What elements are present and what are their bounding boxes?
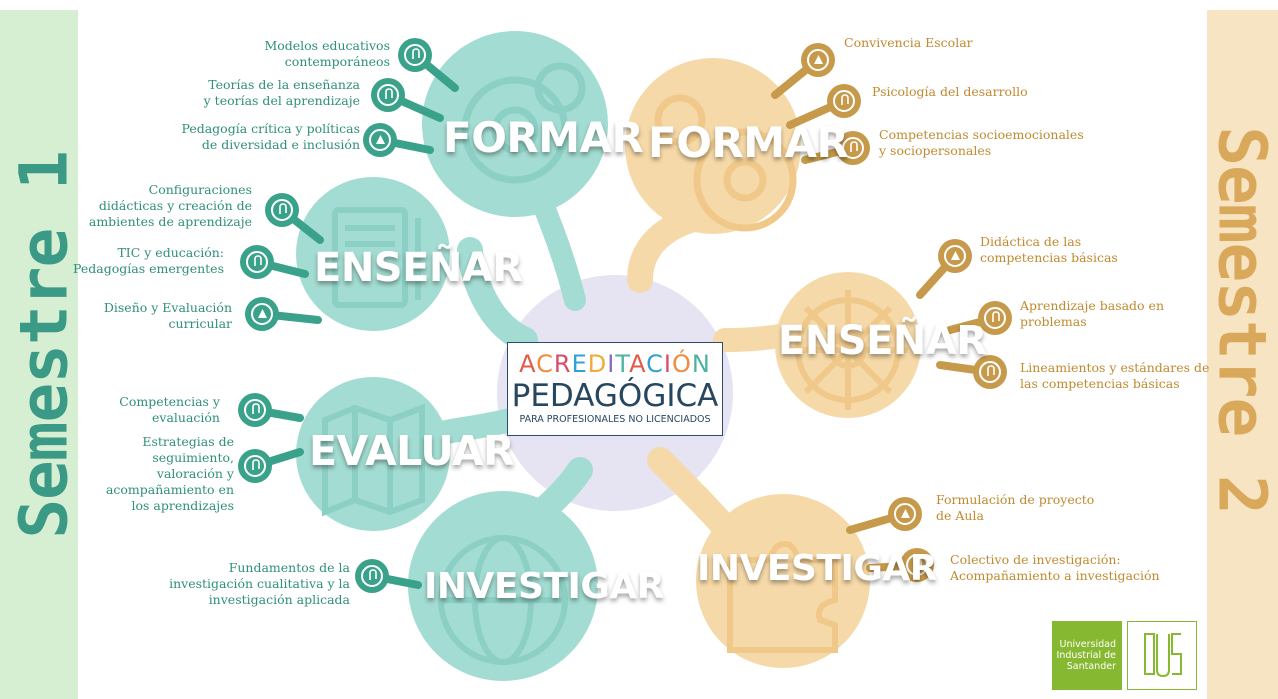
s2-formar-title: FORMAR — [648, 118, 849, 167]
s1-formar-title: FORMAR — [443, 113, 644, 162]
s1-ensenar-topic-3: Diseño y Evaluación curricular — [103, 300, 232, 331]
map-icon — [322, 403, 425, 517]
logo-letter: R — [553, 350, 572, 378]
s2-investigar-title: INVESTIGAR — [697, 548, 938, 589]
s2-investigar-topic-2: Colectivo de investigación: Acompañamien… — [950, 552, 1160, 583]
s2-formar-topic-2: Psicología del desarrollo — [872, 84, 1028, 99]
logo-letter: C — [536, 350, 554, 378]
logo-letter: T — [615, 350, 630, 378]
s2-ensenar-bubble — [775, 272, 921, 418]
logo-letter: A — [519, 350, 537, 378]
logo-letter: N — [691, 350, 711, 378]
s1-formar-bubble — [422, 31, 608, 217]
semester1-band — [0, 10, 78, 699]
s1-evaluar-bubble — [296, 377, 450, 531]
s2-topic-pin-paperclip-icon — [827, 84, 861, 118]
logo-letter: E — [571, 350, 588, 378]
s1-formar-topic-3: Pedagogía crítica y políticas de diversi… — [181, 121, 360, 152]
s2-investigar-topic-1: Formulación de proyecto de Aula — [936, 492, 1095, 523]
uis-name: Universidad Industrial de Santander — [1056, 639, 1116, 672]
gear-icon — [461, 62, 586, 184]
s1-topic-pin-play-icon — [245, 297, 279, 331]
s2-investigar-bubble — [696, 494, 870, 668]
s1-ensenar-topic-1: Configuraciones didácticas y creación de… — [88, 182, 252, 229]
logo-letter: I — [663, 350, 672, 378]
s1-topic-pin-paperclip-icon — [238, 449, 272, 483]
s1-topic-pin-paperclip-icon — [240, 245, 274, 279]
logo-letter: Ó — [671, 350, 692, 378]
s2-topic-pin-play-icon — [888, 497, 922, 531]
s2-ensenar-topic-2: Aprendizaje basado en problemas — [1020, 298, 1165, 329]
s2-topic-pin-play-icon — [938, 239, 972, 273]
ship-wheel-icon — [788, 290, 908, 410]
logo-title-pedagogica: PEDAGÓGICA — [511, 378, 719, 414]
s1-ensenar-bubble — [296, 177, 450, 331]
s1-topic-pin-paperclip-icon — [238, 393, 272, 427]
s1-ensenar-title: ENSEÑAR — [314, 245, 523, 291]
s1-topic-pin-paperclip-icon — [265, 193, 299, 227]
globe-icon — [438, 535, 568, 665]
s2-ensenar-title: ENSEÑAR — [778, 318, 987, 364]
logo-letter: C — [646, 350, 664, 378]
gear-icon — [654, 94, 797, 232]
s1-topic-pin-paperclip-icon — [371, 78, 405, 112]
s1-topic-pin-paperclip-icon — [355, 559, 389, 593]
logo-subtitle: PARA PROFESIONALES NO LICENCIADOS — [519, 414, 711, 425]
s2-formar-topic-3: Competencias socioemocionales y socioper… — [879, 127, 1084, 158]
uis-logo — [1127, 621, 1197, 690]
logo-letter: I — [607, 350, 616, 378]
s2-topic-pin-paperclip-icon — [836, 131, 870, 165]
acreditacion-logo: ACREDITACIÓN PEDAGÓGICA PARA PROFESIONAL… — [507, 342, 723, 436]
s2-formar-bubble — [625, 58, 801, 234]
s1-formar-topic-2: Teorías de la enseñanza y teorías del ap… — [203, 77, 360, 108]
s2-ensenar-topic-3: Lineamientos y estándares de las compete… — [1020, 360, 1210, 391]
s1-evaluar-title: EVALUAR — [309, 427, 515, 475]
s1-investigar-bubble — [408, 491, 598, 681]
s2-topic-pin-paperclip-icon — [978, 301, 1012, 335]
semester2-band — [1207, 10, 1278, 699]
s1-topic-pin-paperclip-icon — [398, 38, 432, 72]
s1-ensenar-topic-2: TIC y educación: Pedagogías emergentes — [73, 245, 224, 276]
uis-emblem-icon — [1144, 633, 1182, 678]
s1-investigar-title: INVESTIGAR — [424, 566, 665, 607]
s1-evaluar-topic-1: Competencias y evaluación — [119, 394, 220, 425]
logo-letter: D — [587, 350, 608, 378]
s2-topic-pin-play-icon — [801, 43, 835, 77]
s1-formar-topic-1: Modelos educativos contemporáneos — [264, 38, 390, 69]
s2-ensenar-topic-1: Didáctica de las competencias básicas — [980, 234, 1118, 265]
s2-formar-topic-1: Convivencia Escolar — [844, 35, 973, 50]
book-icon — [332, 207, 421, 308]
s2-topic-pin-paperclip-icon — [973, 355, 1007, 389]
logo-letter: A — [629, 350, 647, 378]
s1-investigar-topic-1: Fundamentos de la investigación cualitat… — [169, 560, 350, 607]
s1-topic-pin-play-icon — [363, 123, 397, 157]
s1-evaluar-topic-2: Estrategias de seguimiento, valoración y… — [105, 434, 234, 513]
puzzle-icon — [727, 541, 838, 653]
logo-title-acreditacion: ACREDITACIÓN — [508, 349, 722, 379]
uis-name-block: Universidad Industrial de Santander — [1052, 621, 1122, 690]
s2-topic-pin-paperclip-icon — [900, 548, 934, 582]
